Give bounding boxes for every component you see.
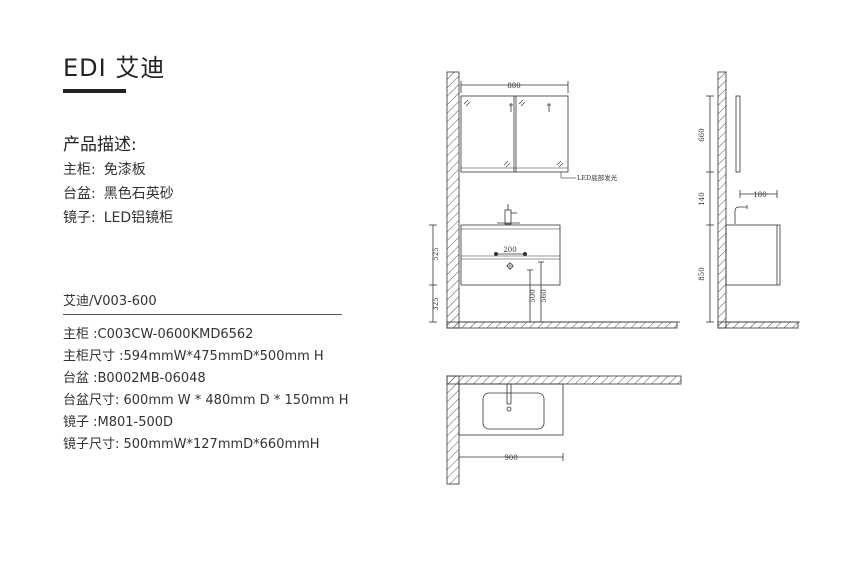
description-value: 免漆板 [103, 162, 146, 178]
description-list: 主柜: 免漆板 台盆: 黑色石英砂 镜子: LED铝镜柜 [63, 158, 174, 230]
side-floor-hatch [717, 321, 799, 329]
front-wall-hatch [446, 71, 460, 329]
faucet [504, 209, 512, 225]
spec-cabinet-size: 主柜尺寸 :594mmW*475mmD*500mm H [63, 349, 324, 364]
description-value: LED铝镜柜 [103, 210, 174, 226]
description-item-cabinet: 主柜: 免漆板 [63, 158, 174, 182]
dim-label: 325 [432, 297, 440, 310]
dim-label: 140 [698, 192, 706, 205]
side-wall-hatch [717, 71, 727, 329]
dim-label: 850 [698, 267, 706, 280]
description-heading: 产品描述: [63, 135, 137, 155]
description-item-basin: 台盆: 黑色石英砂 [63, 182, 174, 206]
spec-list: 主柜 :C003CW-0600KMD6562 主柜尺寸 :594mmW*475m… [63, 324, 349, 456]
side-faucet [734, 206, 747, 224]
side-vanity [725, 224, 781, 286]
front-elevation-labels: 880 200 525 325 500 560 LED底部发光 [432, 82, 618, 311]
description-label: 台盆: [63, 186, 96, 202]
dim-label: 500 [529, 289, 537, 302]
spec-cabinet-code: 主柜 :C003CW-0600KMD6562 [63, 327, 254, 342]
description-item-mirror: 镜子: LED铝镜柜 [63, 206, 174, 230]
top-view-labels: 900 [504, 454, 517, 462]
spec-basin-code: 台盆 :B0002MB-06048 [63, 371, 206, 386]
spec-mirror-size: 镜子尺寸: 500mmW*127mmD*660mmH [63, 437, 320, 452]
page-title: EDI 艾迪 [63, 54, 166, 82]
title-underline [63, 89, 126, 93]
dim-label: 880 [507, 82, 520, 90]
description-label: 镜子: [63, 210, 96, 226]
top-wall-hatch-left [446, 375, 460, 485]
side-mirror [735, 95, 741, 173]
vanity-cabinet [460, 224, 561, 286]
side-elevation-labels: 660 140 850 180 [698, 128, 767, 280]
top-basin-bowl [482, 392, 545, 430]
description-label: 主柜: [63, 162, 96, 178]
led-note: LED底部发光 [577, 173, 618, 182]
spec-mirror-code: 镜子 :M801-500D [63, 415, 174, 430]
dim-label: 180 [753, 191, 766, 199]
dim-label: 900 [504, 454, 517, 462]
dim-label: 525 [432, 247, 440, 260]
front-elevation-drawing [429, 71, 680, 329]
model-divider [63, 314, 342, 315]
spec-basin-size: 台盆尺寸: 600mm W * 480mm D * 150mm H [63, 393, 349, 408]
mirror-cabinet [460, 95, 569, 173]
dim-label: 200 [503, 246, 516, 254]
dim-label: 660 [698, 128, 706, 141]
description-value: 黑色石英砂 [103, 186, 174, 202]
front-floor-hatch [446, 321, 678, 329]
side-elevation-drawing [706, 71, 800, 329]
model-code: 艾迪/V003-600 [63, 294, 157, 309]
dim-label: 560 [540, 289, 548, 302]
top-wall-hatch-top [446, 375, 682, 385]
top-view-drawing [446, 375, 682, 485]
